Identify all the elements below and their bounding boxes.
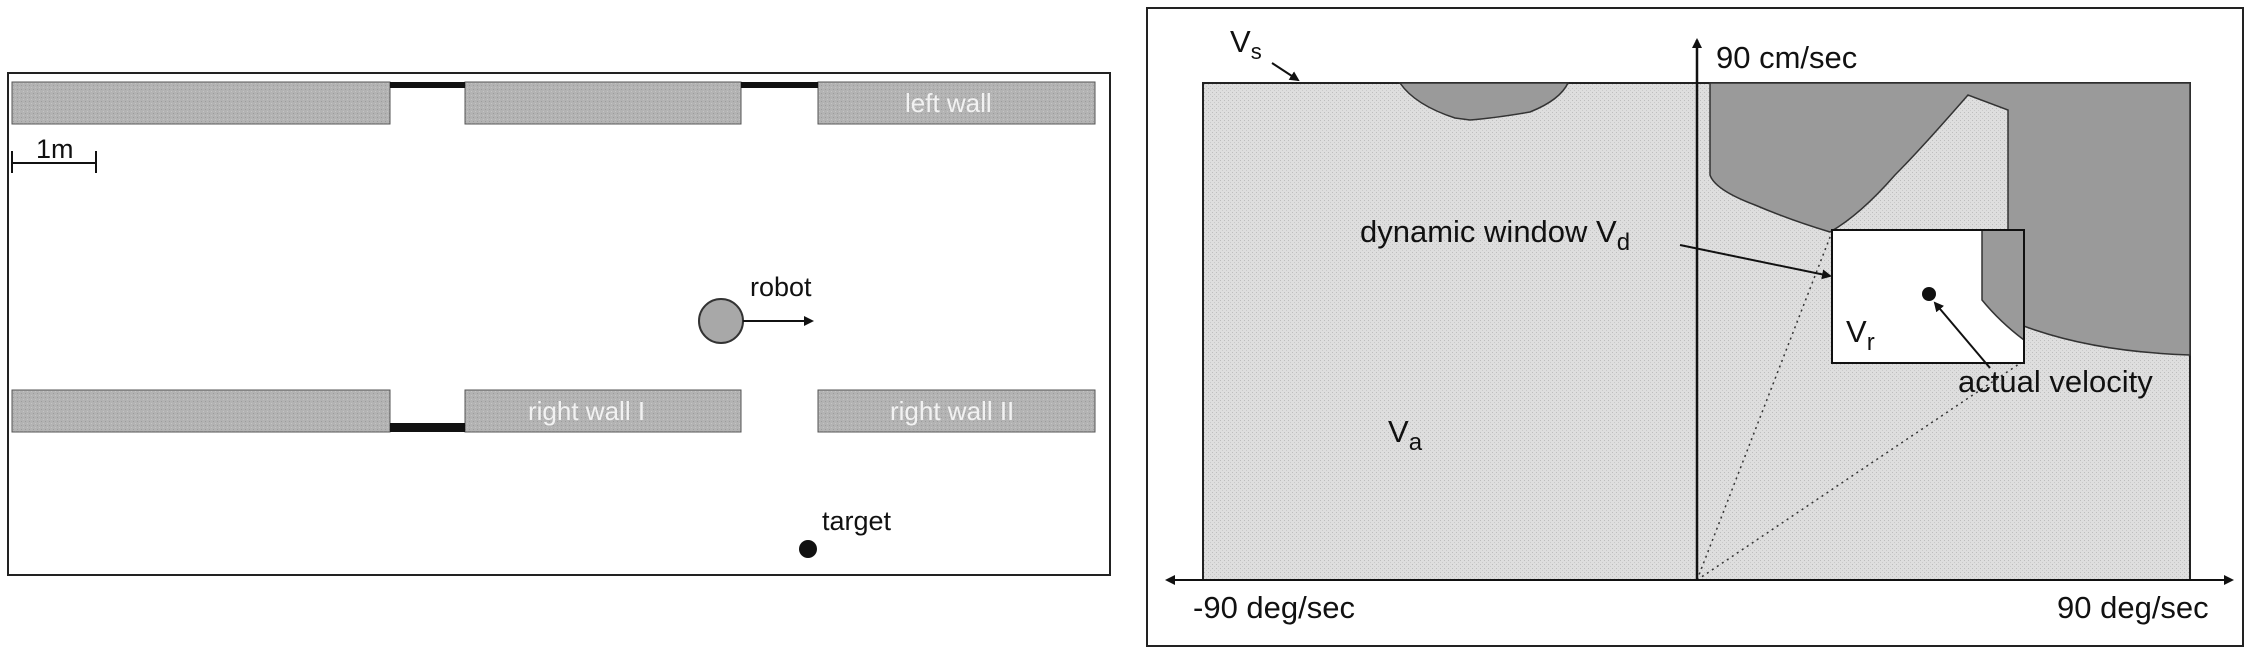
- vr-label: Vr: [1846, 314, 1875, 356]
- dynamic-window-arrow: [1679, 244, 1832, 280]
- robot-label: robot: [750, 272, 812, 302]
- x-max-label: 90 deg/sec: [2057, 590, 2209, 625]
- right-wall-1-label: right wall I: [528, 396, 645, 426]
- dynamic-window-label: dynamic window Vd: [1360, 214, 1630, 256]
- cone-line-left: [1696, 231, 1833, 581]
- x-min-label: -90 deg/sec: [1193, 590, 1355, 625]
- left-wall-door-2: [741, 82, 818, 88]
- velocity-space-panel: Vs 90 cm/sec dynamic window Vd Vr actual…: [1146, 7, 2244, 647]
- y-axis-label: 90 cm/sec: [1716, 40, 1857, 75]
- obstacle-region-top-left: [1398, 82, 1570, 121]
- actual-velocity-label: actual velocity: [1958, 364, 2153, 399]
- left-wall-segment-3: [817, 81, 1096, 125]
- corridor-map-frame: [7, 72, 1111, 576]
- target-label: target: [822, 506, 892, 536]
- left-wall-door-1: [390, 82, 465, 88]
- vs-label: Vs: [1230, 24, 1262, 64]
- right-wall-2: [817, 389, 1096, 433]
- target-marker: [799, 540, 817, 558]
- left-wall-segment-1: [11, 81, 391, 125]
- actual-velocity-point: [1922, 287, 1936, 301]
- right-wall-1-segment-b: [464, 389, 742, 433]
- left-wall-segment-2: [464, 81, 742, 125]
- left-wall-label: left wall: [905, 88, 992, 118]
- scale-bar-label: 1m: [36, 134, 74, 164]
- right-wall-1-segment-a: [11, 389, 391, 433]
- corridor-map-panel: left wall 1m robot right wall I right wa…: [7, 72, 1111, 576]
- right-wall-2-label: right wall II: [890, 396, 1014, 426]
- vs-pointer: [1271, 62, 1300, 82]
- obstacle-region-top-right: [1709, 82, 2191, 356]
- actual-velocity-arrow: [1933, 301, 1991, 369]
- right-wall-door: [390, 423, 465, 432]
- robot-marker: [698, 298, 744, 344]
- va-label: Va: [1388, 414, 1423, 456]
- scale-bar: [11, 151, 97, 173]
